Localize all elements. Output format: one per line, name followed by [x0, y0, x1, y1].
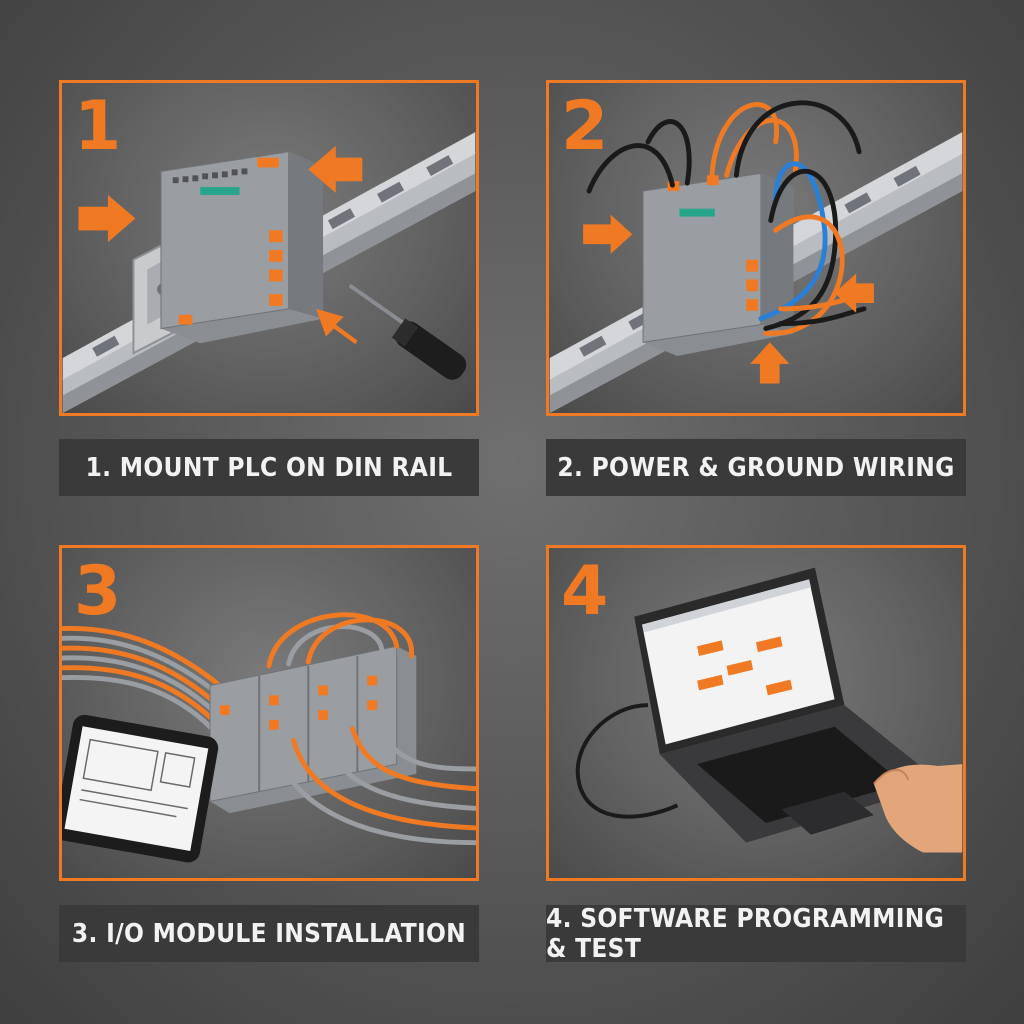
- usb-cable: [575, 703, 679, 819]
- screwdriver-icon: [348, 283, 467, 380]
- arrow-icon: [834, 273, 874, 313]
- step-4-panel: 4: [546, 545, 966, 881]
- cable-bundle: [62, 625, 223, 732]
- step-1-illustration: [62, 132, 476, 413]
- step-4-illustration: [575, 567, 963, 853]
- arrow-icon: [583, 214, 633, 254]
- step-2-panel: 2: [546, 80, 966, 416]
- step-3-number: 3: [74, 552, 122, 631]
- tablet-icon: [62, 714, 219, 863]
- io-module-rack: [209, 645, 417, 814]
- arrow-icon: [316, 308, 358, 345]
- step-2-caption: 2. POWER & GROUND WIRING: [546, 439, 966, 496]
- io-wires: [266, 612, 476, 846]
- step-4-caption: 4. SOFTWARE PROGRAMMING & TEST: [546, 904, 966, 964]
- step-1-caption: 1. MOUNT PLC ON DIN RAIL: [59, 439, 479, 496]
- arrow-icon: [750, 342, 790, 384]
- laptop-icon: [634, 567, 943, 843]
- step-3-illustration: [62, 612, 476, 863]
- step-1-number: 1: [74, 87, 122, 166]
- step-2-number: 2: [561, 87, 609, 166]
- power-wires: [586, 100, 867, 336]
- hand-icon: [873, 764, 963, 853]
- step-4-number: 4: [561, 552, 609, 631]
- arrow-icon: [78, 194, 136, 243]
- step-3-caption: 3. I/O MODULE INSTALLATION: [59, 905, 479, 962]
- plc-module: [160, 151, 324, 344]
- step-2-illustration: [549, 100, 963, 413]
- step-3-panel: 3: [59, 545, 479, 881]
- plc-module: [642, 172, 794, 357]
- step-1-panel: 1: [59, 80, 479, 416]
